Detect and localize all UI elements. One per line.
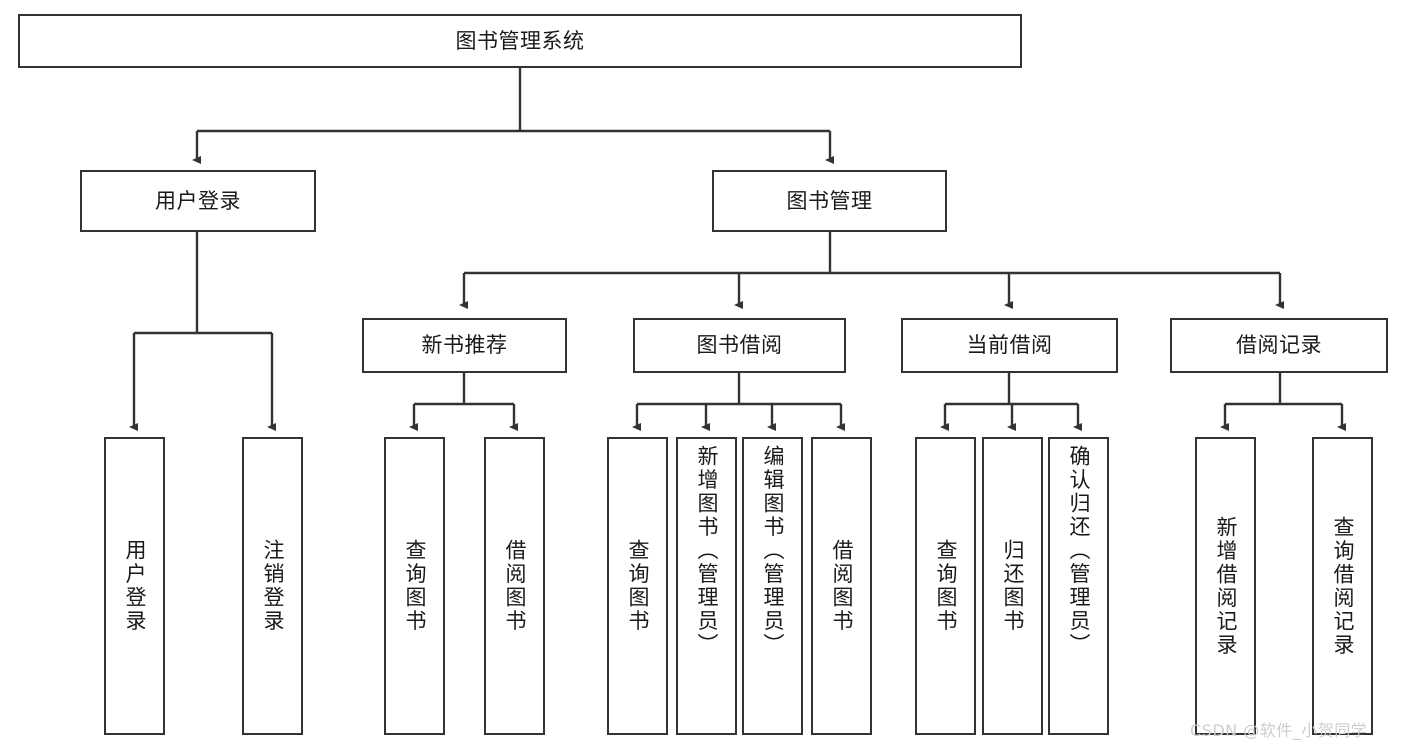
- node-borrow-record[interactable]: 借阅记录: [1170, 318, 1388, 373]
- node-book-borrow-label: 图书借阅: [696, 333, 783, 358]
- node-leaf-query-borrow-record-label: 查询借阅记录: [1331, 515, 1355, 657]
- node-leaf-query-book-recommend-label: 查询图书: [403, 539, 427, 633]
- node-current-borrow[interactable]: 当前借阅: [901, 318, 1118, 373]
- node-leaf-add-borrow-record-label: 新增借阅记录: [1214, 515, 1238, 657]
- node-user-login-label: 用户登录: [155, 188, 241, 213]
- node-leaf-query-book-current[interactable]: 查询图书: [915, 437, 976, 735]
- node-leaf-borrow-book-recommend[interactable]: 借阅图书: [484, 437, 545, 735]
- node-leaf-logout[interactable]: 注销登录: [242, 437, 303, 735]
- node-leaf-query-book-current-label: 查询图书: [934, 539, 958, 633]
- node-leaf-add-book-label: 新增图书（管理员）: [695, 445, 719, 657]
- node-leaf-query-book-borrow[interactable]: 查询图书: [607, 437, 668, 735]
- node-leaf-user-login-label: 用户登录: [123, 539, 147, 633]
- node-leaf-query-borrow-record[interactable]: 查询借阅记录: [1312, 437, 1373, 735]
- node-current-borrow-label: 当前借阅: [966, 333, 1053, 358]
- node-leaf-borrow-book-label: 借阅图书: [830, 539, 854, 633]
- node-leaf-return-book[interactable]: 归还图书: [982, 437, 1043, 735]
- node-new-book-recommend[interactable]: 新书推荐: [362, 318, 567, 373]
- node-book-management-label: 图书管理: [786, 188, 873, 213]
- node-leaf-query-book-borrow-label: 查询图书: [626, 539, 650, 633]
- node-root[interactable]: 图书管理系统: [18, 14, 1022, 68]
- node-leaf-logout-label: 注销登录: [261, 539, 285, 633]
- node-leaf-confirm-return[interactable]: 确认归还（管理员）: [1048, 437, 1109, 735]
- node-new-book-recommend-label: 新书推荐: [421, 333, 508, 358]
- node-leaf-borrow-book-recommend-label: 借阅图书: [503, 539, 527, 633]
- node-book-management[interactable]: 图书管理: [712, 170, 947, 232]
- node-leaf-user-login[interactable]: 用户登录: [104, 437, 165, 735]
- node-user-login[interactable]: 用户登录: [80, 170, 316, 232]
- node-leaf-add-book[interactable]: 新增图书（管理员）: [676, 437, 737, 735]
- node-leaf-add-borrow-record[interactable]: 新增借阅记录: [1195, 437, 1256, 735]
- node-book-borrow[interactable]: 图书借阅: [633, 318, 846, 373]
- node-leaf-confirm-return-label: 确认归还（管理员）: [1067, 445, 1091, 657]
- node-borrow-record-label: 借阅记录: [1236, 333, 1322, 358]
- node-leaf-query-book-recommend[interactable]: 查询图书: [384, 437, 445, 735]
- node-leaf-return-book-label: 归还图书: [1001, 539, 1025, 633]
- node-leaf-borrow-book[interactable]: 借阅图书: [811, 437, 872, 735]
- node-root-label: 图书管理系统: [455, 28, 585, 53]
- watermark: CSDN @软件_小贺同学: [1190, 721, 1368, 740]
- node-leaf-edit-book-label: 编辑图书（管理员）: [761, 445, 785, 657]
- node-leaf-edit-book[interactable]: 编辑图书（管理员）: [742, 437, 803, 735]
